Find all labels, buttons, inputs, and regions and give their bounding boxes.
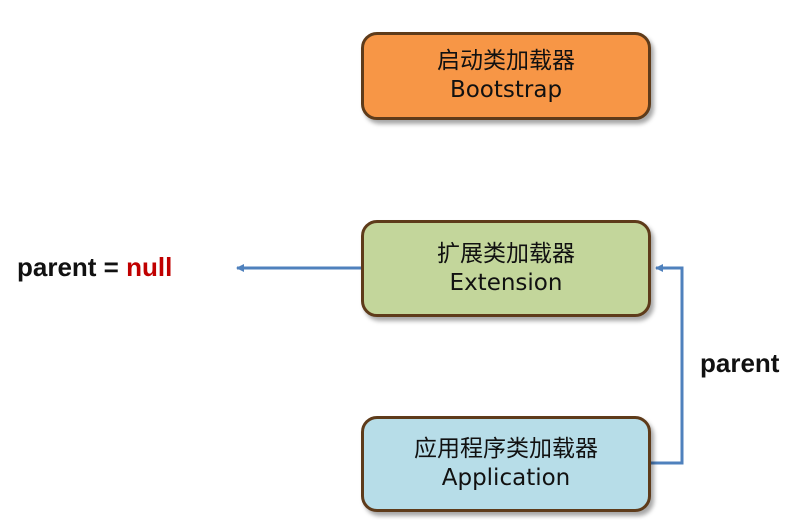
application-loader-node: 应用程序类加载器 Application — [361, 416, 651, 512]
parent-null-label: parent = null — [17, 252, 172, 283]
extension-loader-node: 扩展类加载器 Extension — [361, 220, 651, 317]
application-title: 应用程序类加载器 — [414, 436, 598, 462]
application-subtitle: Application — [441, 465, 571, 491]
bootstrap-title: 启动类加载器 — [437, 48, 575, 74]
application-to-extension-arrow — [650, 264, 684, 465]
parent-null-prefix: parent = — [17, 252, 127, 282]
null-value: null — [126, 252, 173, 282]
parent-edge-label: parent — [700, 348, 780, 378]
bootstrap-loader-node: 启动类加载器 Bootstrap — [361, 32, 651, 120]
bootstrap-subtitle: Bootstrap — [449, 77, 563, 103]
extension-subtitle: Extension — [449, 269, 563, 296]
extension-title: 扩展类加载器 — [437, 240, 575, 267]
